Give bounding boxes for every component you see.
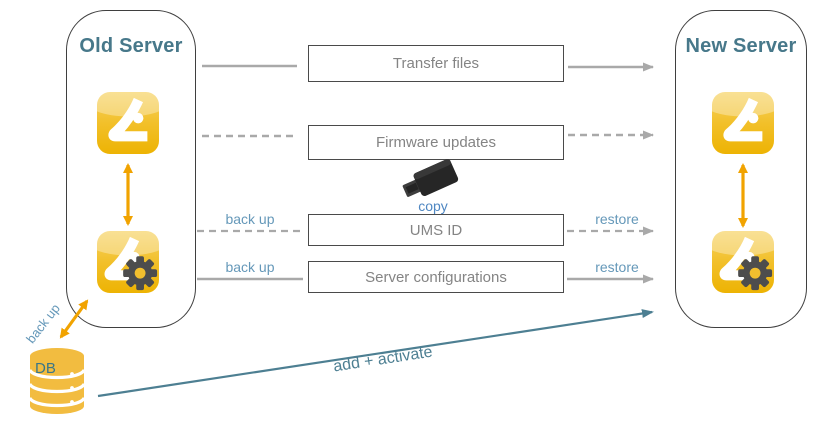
db-backup-arrow-up — [72, 299, 89, 320]
gear-icon — [123, 256, 158, 291]
usb-copy-label: copy — [418, 198, 448, 214]
usb-stick-icon — [402, 159, 459, 197]
server-configurations-box: Server configurations — [308, 261, 564, 293]
new-server-console-icon — [712, 92, 774, 154]
ums-id-label: UMS ID — [409, 221, 463, 239]
old-server-config-icon — [97, 231, 159, 293]
gear-icon — [738, 256, 773, 291]
igel-logo-icon — [97, 92, 159, 142]
new-server-title: New Server — [685, 35, 797, 57]
database-label: DB — [35, 360, 56, 377]
old-server-console-icon — [97, 92, 159, 154]
ums-id-box: UMS ID — [308, 214, 564, 246]
server-config-backup-label: back up — [225, 259, 275, 275]
igel-logo-gear-icon — [712, 231, 774, 291]
old-server-title: Old Server — [79, 35, 183, 57]
ums-id-backup-label: back up — [225, 211, 275, 227]
firmware-updates-box: Firmware updates — [308, 125, 564, 160]
ums-id-restore-label: restore — [595, 211, 639, 227]
transfer-files-box: Transfer files — [308, 45, 564, 82]
firmware-updates-label: Firmware updates — [375, 134, 497, 151]
add-activate-arrow — [97, 309, 654, 398]
transfer-files-label: Transfer files — [392, 55, 480, 72]
server-configurations-label: Server configurations — [365, 268, 507, 286]
new-server-config-icon — [712, 231, 774, 293]
db-backup-arrow-down — [59, 318, 76, 339]
database-icon — [28, 348, 86, 414]
server-config-restore-label: restore — [595, 259, 639, 275]
igel-logo-gear-icon — [97, 231, 159, 291]
igel-logo-icon — [712, 92, 774, 142]
